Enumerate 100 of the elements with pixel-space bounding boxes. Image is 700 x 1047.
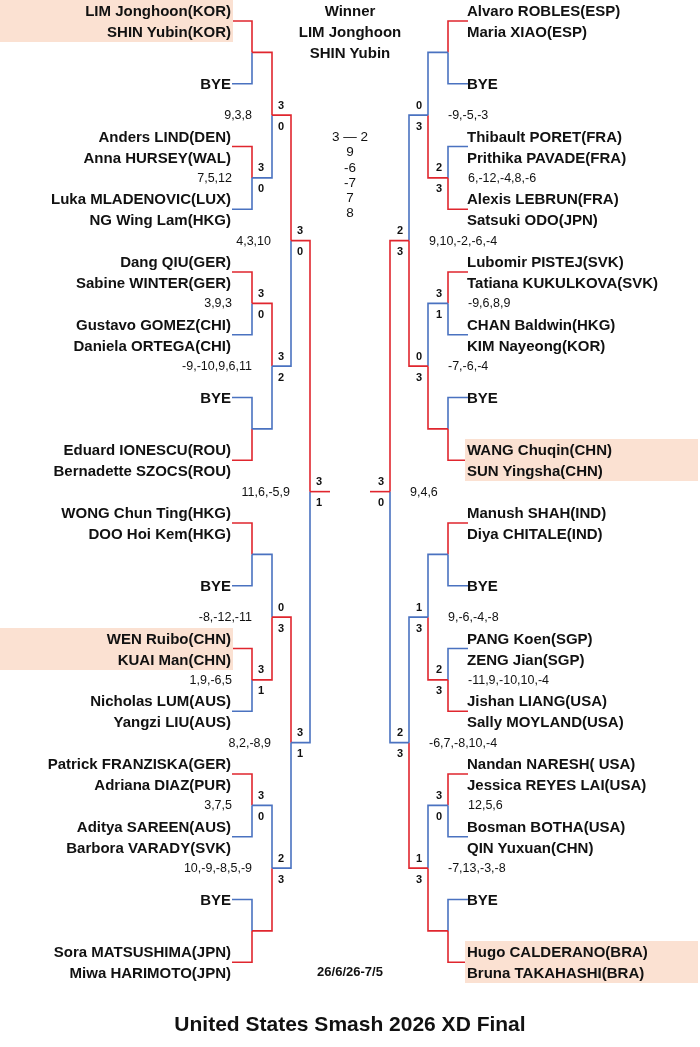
seed-highlight — [465, 941, 698, 984]
game-scores: 9,4,6 — [410, 484, 438, 499]
match-score: 3 — [295, 224, 305, 237]
match-score: 0 — [256, 809, 266, 822]
match-score: 3 — [256, 663, 266, 676]
player-name: SHIN Yubin(KOR) — [107, 22, 231, 42]
match-score: 1 — [256, 684, 266, 697]
match-score: 3 — [295, 726, 305, 739]
match-score: 3 — [434, 788, 444, 801]
player-name: Manush SHAH(IND) — [467, 503, 607, 523]
match-score: 0 — [295, 245, 305, 258]
seed-highlight — [0, 627, 233, 670]
game-scores: -7,-6,-4 — [448, 359, 489, 374]
match-score: 1 — [414, 851, 424, 864]
player-name: Hugo CALDERANO(BRA) — [467, 942, 648, 963]
player-name: Miwa HARIMOTO(JPN) — [69, 963, 231, 984]
game-scores: 7,5,12 — [197, 170, 232, 185]
player-name: Jessica REYES LAI(USA) — [467, 775, 647, 795]
match-score: 0 — [276, 600, 286, 613]
match-score: 0 — [414, 349, 424, 362]
match-score: 3 — [395, 747, 405, 760]
player-name: LIM Jonghoon(KOR) — [85, 1, 231, 21]
final-game-score: 9 — [346, 144, 354, 160]
player-name: ZENG Jian(SGP) — [467, 649, 585, 670]
player-name: Sally MOYLAND(USA) — [467, 712, 624, 733]
match-score: 3 — [434, 182, 444, 195]
game-scores: 8,2,-8,9 — [228, 735, 271, 750]
match-score: 3 — [276, 98, 286, 111]
match-score: 0 — [376, 496, 386, 509]
match-score: 1 — [295, 747, 305, 760]
match-score: 0 — [256, 182, 266, 195]
match-score: 3 — [276, 621, 286, 634]
player-name: QIN Yuxuan(CHN) — [467, 837, 594, 858]
seed-highlight — [0, 0, 233, 42]
game-scores: 1,9,-6,5 — [189, 672, 232, 687]
winner-name: SHIN Yubin — [309, 43, 391, 63]
game-scores: 3,9,3 — [204, 296, 232, 311]
final-game-score: 8 — [346, 205, 354, 221]
match-score: 3 — [414, 119, 424, 132]
player-name: Patrick FRANZISKA(GER) — [47, 754, 231, 774]
winner-heading: Winner — [324, 1, 376, 21]
player-name: Daniela ORTEGA(CHI) — [73, 335, 231, 356]
match-score: 2 — [395, 224, 405, 237]
player-name: Bernadette SZOCS(ROU) — [53, 461, 231, 482]
match-score: 2 — [434, 663, 444, 676]
game-scores: -9,-10,9,6,11 — [182, 359, 252, 374]
bye-label: BYE — [467, 890, 498, 910]
player-name: Nandan NARESH( USA) — [467, 754, 636, 774]
match-score: 0 — [414, 98, 424, 111]
final-score: 3 — 2 — [332, 129, 368, 145]
game-scores: -9,6,8,9 — [468, 296, 511, 311]
game-scores: -11,9,-10,10,-4 — [468, 672, 550, 687]
game-scores: 6,-12,-4,8,-6 — [468, 170, 537, 185]
player-name: Yangzi LIU(AUS) — [113, 712, 231, 733]
game-scores: 4,3,10 — [236, 233, 271, 248]
game-scores: 12,5,6 — [468, 798, 503, 813]
match-score: 2 — [276, 370, 286, 383]
player-name: Maria XIAO(ESP) — [467, 22, 588, 42]
game-scores: -7,13,-3,-8 — [448, 861, 506, 876]
bye-label: BYE — [467, 74, 498, 95]
game-scores: 10,-9,-8,5,-9 — [183, 861, 252, 876]
match-score: 2 — [395, 726, 405, 739]
player-name: Aditya SAREEN(AUS) — [76, 816, 231, 837]
player-name: Barbora VARADY(SVK) — [66, 837, 231, 858]
player-name: Alvaro ROBLES(ESP) — [467, 1, 621, 21]
match-score: 3 — [256, 286, 266, 299]
match-score: 3 — [256, 788, 266, 801]
seed-highlight — [465, 439, 698, 482]
player-name: Sabine WINTER(GER) — [76, 273, 231, 293]
player-name: Gustavo GOMEZ(CHI) — [76, 314, 231, 335]
game-scores: 9,10,-2,-6,-4 — [429, 233, 498, 248]
player-name: Eduard IONESCU(ROU) — [63, 440, 231, 461]
game-scores: 9,3,8 — [224, 108, 252, 123]
player-name: KIM Nayeong(KOR) — [467, 335, 606, 356]
match-score: 0 — [434, 809, 444, 822]
game-scores: -6,7,-8,10,-4 — [429, 735, 498, 750]
match-score: 3 — [434, 684, 444, 697]
game-scores: 3,7,5 — [204, 798, 232, 813]
match-score: 3 — [414, 621, 424, 634]
game-scores: 11,6,-5,9 — [241, 484, 290, 499]
player-name: Jishan LIANG(USA) — [467, 691, 607, 712]
match-score: 3 — [434, 286, 444, 299]
player-name: WEN Ruibo(CHN) — [106, 628, 231, 649]
match-score: 3 — [414, 370, 424, 383]
player-name: KUAI Man(CHN) — [117, 649, 231, 670]
player-name: Prithika PAVADE(FRA) — [467, 147, 627, 168]
player-name: Bruna TAKAHASHI(BRA) — [467, 963, 645, 984]
player-name: Diya CHITALE(IND) — [467, 524, 603, 544]
bye-label: BYE — [200, 74, 231, 95]
match-score: 3 — [276, 872, 286, 885]
match-score: 0 — [276, 119, 286, 132]
match-score: 1 — [434, 307, 444, 320]
match-score: 1 — [414, 600, 424, 613]
player-name: Thibault PORET(FRA) — [467, 126, 622, 147]
match-score: 0 — [256, 307, 266, 320]
final-game-score: 7 — [346, 190, 354, 206]
match-score: 3 — [395, 245, 405, 258]
game-scores: -9,-5,-3 — [448, 108, 489, 123]
player-name: Bosman BOTHA(USA) — [467, 816, 626, 837]
match-score: 2 — [434, 161, 444, 174]
